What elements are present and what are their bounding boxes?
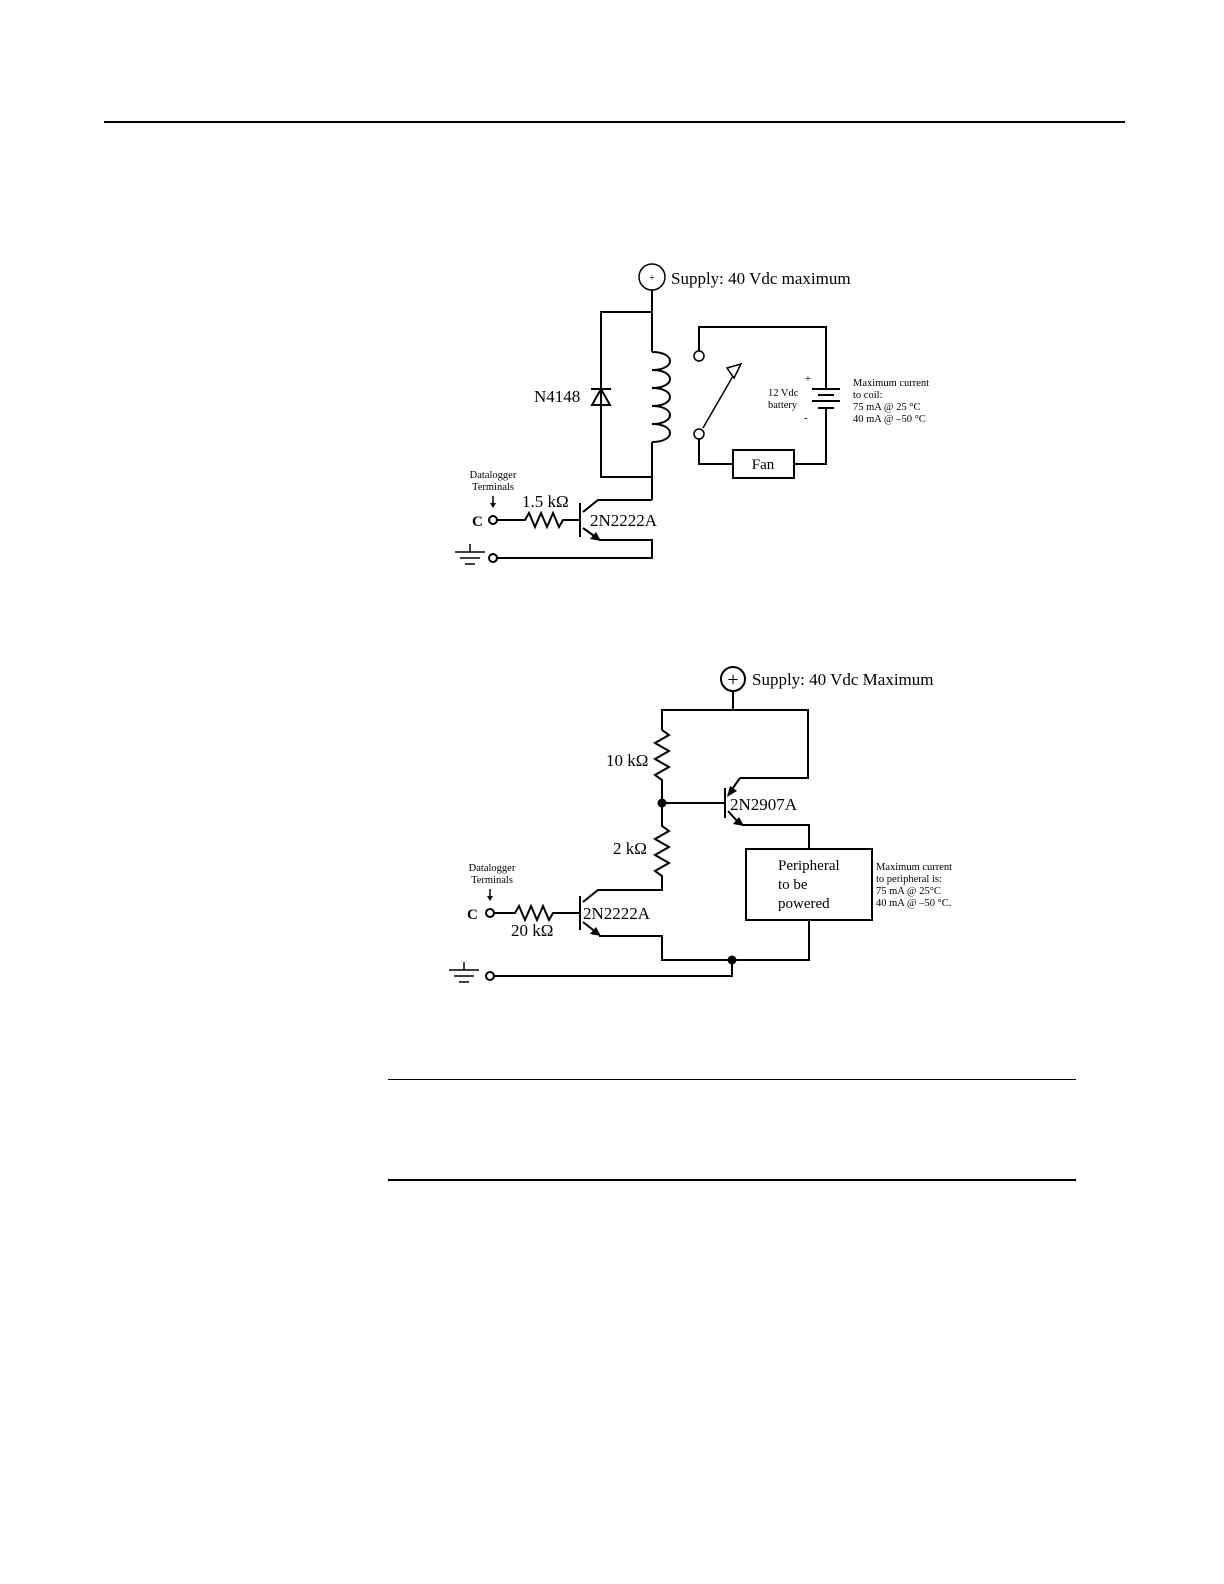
peripheral-line3: powered (778, 896, 830, 912)
supply-symbol: + (727, 669, 738, 691)
resistor-20k-icon (494, 903, 580, 923)
relay-coil-icon (651, 351, 671, 443)
resistor-label: 1.5 kΩ (522, 492, 569, 511)
battery-label-line1: 12 Vdc (768, 388, 799, 399)
peripheral-line1: Peripheral (778, 858, 840, 874)
terminal-ground-icon (488, 553, 498, 563)
max-current-line2: to coil: (853, 390, 883, 401)
terminal-ground-icon (485, 971, 495, 981)
peripheral-circuit-diagram: + Supply: 40 Vdc Maximum 10 kΩ 2N2907A 2… (449, 666, 952, 983)
max-current-line3: 75 mA @ 25 °C (853, 402, 921, 413)
battery-icon (812, 388, 840, 409)
battery-plus: + (805, 374, 811, 385)
terminal-c-icon (485, 908, 495, 918)
header-rule (104, 121, 1125, 123)
fan-label: Fan (752, 457, 775, 473)
note-rule-bottom (388, 1179, 1076, 1181)
switch-contact-bottom-icon (693, 428, 705, 440)
battery-minus: - (804, 413, 808, 424)
terminal-c-label: C (467, 907, 478, 923)
down-arrow-icon (487, 889, 493, 901)
supply-symbol: + (649, 273, 655, 284)
npn-label: 2N2222A (583, 904, 651, 923)
terminal-c-label: C (472, 514, 483, 530)
ground-icon (455, 544, 485, 565)
switch-contact-top-icon (693, 350, 705, 362)
terminal-c-icon (488, 515, 498, 525)
battery-label-line2: battery (768, 400, 798, 411)
fan-box (732, 449, 795, 479)
resistor-2k-label: 2 kΩ (613, 839, 647, 858)
supply-label: Supply: 40 Vdc Maximum (752, 670, 934, 689)
switch-arm-icon (702, 375, 734, 429)
max-current-line3: 75 mA @ 25°C (876, 886, 941, 897)
resistor-2k-icon (582, 803, 672, 903)
diode-label: N4148 (534, 387, 580, 406)
datalogger-label-line1: Datalogger (470, 470, 517, 481)
max-current-line4: 40 mA @ –50 °C (853, 414, 926, 425)
max-current-line1: Maximum current (853, 378, 929, 389)
down-arrow-icon (490, 496, 496, 508)
supply-label: Supply: 40 Vdc maximum (671, 269, 851, 288)
resistor-icon (497, 510, 580, 530)
ground-icon (449, 962, 479, 983)
transistor-label: 2N2222A (590, 511, 658, 530)
max-current-line4: 40 mA @ –50 °C. (876, 898, 951, 909)
datalogger-label-line1: Datalogger (469, 863, 516, 874)
resistor-10k-label: 10 kΩ (606, 751, 648, 770)
max-current-line2: to peripheral is: (876, 874, 942, 885)
peripheral-line2: to be (778, 877, 808, 893)
resistor-20k-label: 20 kΩ (511, 921, 553, 940)
diode-icon (590, 386, 612, 406)
note-rule-top (388, 1079, 1076, 1080)
pnp-label: 2N2907A (730, 795, 798, 814)
datalogger-label-line2: Terminals (471, 875, 513, 886)
max-current-line1: Maximum current (876, 862, 952, 873)
datalogger-label-line2: Terminals (472, 482, 514, 493)
relay-circuit-diagram: + Supply: 40 Vdc maximum N4148 2N2222A 1… (455, 263, 929, 565)
resistor-10k-icon (652, 729, 672, 803)
